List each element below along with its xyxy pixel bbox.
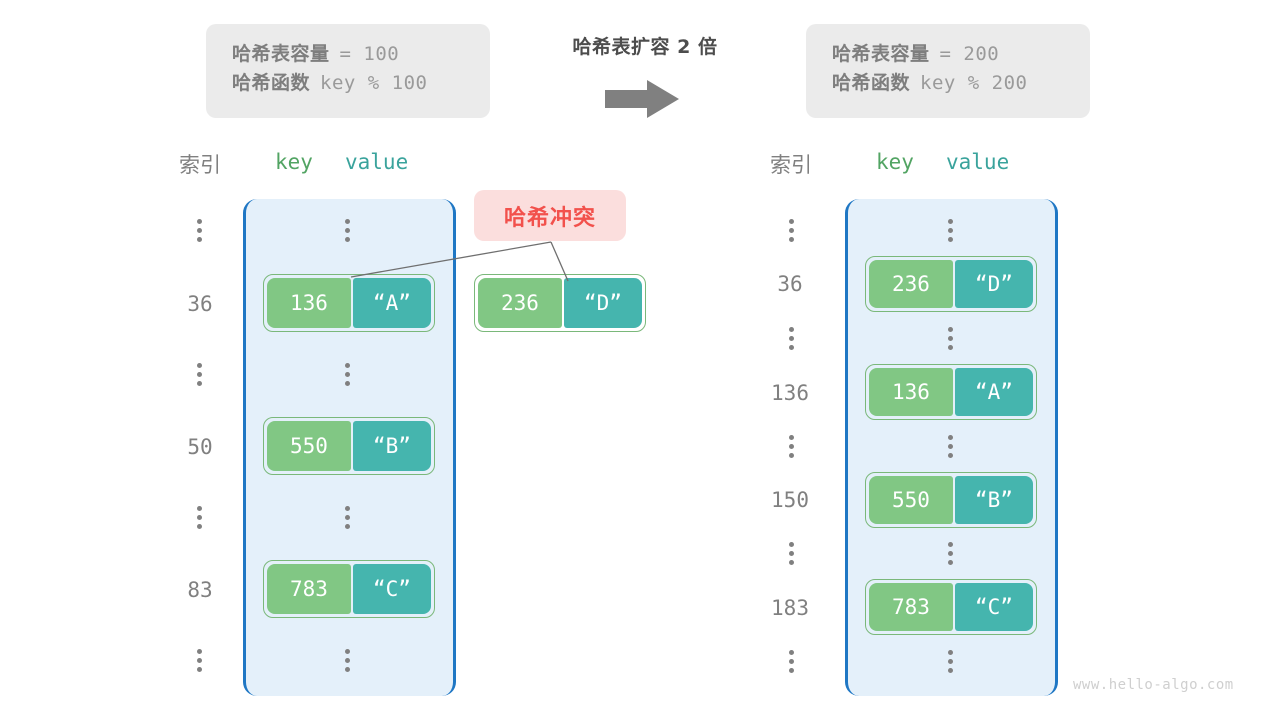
before-hash-expr: key % 100 — [320, 72, 428, 95]
before-header-index: 索引 — [179, 153, 221, 177]
after-hash-line: 哈希函数 key % 200 — [832, 69, 1062, 98]
before-index-ellipsis-3 — [197, 649, 202, 672]
after-index-ellipsis-0 — [789, 219, 794, 242]
before-entry-83-key: 783 — [267, 564, 351, 614]
after-index-183: 183 — [771, 596, 809, 620]
after-entry-136-value: “A” — [954, 368, 1033, 416]
before-entry-50: 550 “B” — [263, 417, 435, 475]
after-entry-36: 236 “D” — [865, 256, 1037, 312]
before-index-ellipsis-1 — [197, 363, 202, 386]
after-index-136: 136 — [771, 381, 809, 405]
after-index-36: 36 — [777, 272, 803, 296]
after-entry-183-key: 783 — [869, 583, 953, 631]
after-capacity-line: 哈希表容量 = 200 — [832, 40, 1062, 69]
after-entry-136: 136 “A” — [865, 364, 1037, 420]
after-entry-150: 550 “B” — [865, 472, 1037, 528]
before-index-ellipsis-0 — [197, 219, 202, 242]
right-arrow-icon — [605, 78, 680, 120]
after-cell-ellipsis-2 — [948, 435, 953, 458]
before-entry-36-value: “A” — [352, 278, 431, 328]
after-header-key: key — [876, 150, 914, 174]
transition-title: 哈希表扩容 2 倍 — [572, 36, 718, 58]
before-entry-83: 783 “C” — [263, 560, 435, 618]
after-entry-136-key: 136 — [869, 368, 953, 416]
after-index-ellipsis-2 — [789, 435, 794, 458]
before-index-83: 83 — [187, 578, 213, 602]
after-capacity-label: 哈希表容量 — [832, 43, 930, 65]
before-index-50: 50 — [187, 435, 213, 459]
collision-entry: 236 “D” — [474, 274, 646, 332]
after-index-150: 150 — [771, 488, 809, 512]
before-entry-50-key: 550 — [267, 421, 351, 471]
after-index-ellipsis-1 — [789, 327, 794, 350]
collision-badge: 哈希冲突 — [474, 190, 626, 241]
before-entry-83-value: “C” — [352, 564, 431, 614]
after-entry-183-value: “C” — [954, 583, 1033, 631]
after-cell-ellipsis-1 — [948, 327, 953, 350]
after-info-box: 哈希表容量 = 200 哈希函数 key % 200 — [806, 24, 1090, 118]
after-header-value: value — [946, 150, 1010, 174]
before-capacity-expr: = 100 — [339, 43, 400, 65]
after-index-ellipsis-4 — [789, 650, 794, 673]
before-header-value: value — [345, 150, 409, 174]
before-cell-ellipsis-3 — [345, 649, 350, 672]
before-entry-50-value: “B” — [352, 421, 431, 471]
after-entry-150-key: 550 — [869, 476, 953, 524]
before-hash-line: 哈希函数 key % 100 — [232, 69, 462, 98]
after-header-index: 索引 — [770, 153, 812, 177]
after-entry-183: 783 “C” — [865, 579, 1037, 635]
site-watermark: www.hello-algo.com — [1073, 677, 1234, 693]
after-index-ellipsis-3 — [789, 542, 794, 565]
before-index-ellipsis-2 — [197, 506, 202, 529]
before-entry-36: 136 “A” — [263, 274, 435, 332]
before-entry-36-key: 136 — [267, 278, 351, 328]
after-entry-36-value: “D” — [954, 260, 1033, 308]
after-cell-ellipsis-4 — [948, 650, 953, 673]
before-index-36: 36 — [187, 292, 213, 316]
after-capacity-expr: = 200 — [939, 43, 1000, 65]
before-capacity-line: 哈希表容量 = 100 — [232, 40, 462, 69]
before-hash-label: 哈希函数 — [232, 72, 311, 95]
after-cell-ellipsis-0 — [948, 219, 953, 242]
after-hash-expr: key % 200 — [920, 72, 1028, 95]
before-header-key: key — [275, 150, 313, 174]
before-cell-ellipsis-2 — [345, 506, 350, 529]
collision-entry-value: “D” — [563, 278, 642, 328]
after-cell-ellipsis-3 — [948, 542, 953, 565]
after-entry-36-key: 236 — [869, 260, 953, 308]
before-info-box: 哈希表容量 = 100 哈希函数 key % 100 — [206, 24, 490, 118]
collision-entry-key: 236 — [478, 278, 562, 328]
after-hash-label: 哈希函数 — [832, 72, 911, 95]
after-entry-150-value: “B” — [954, 476, 1033, 524]
before-cell-ellipsis-0 — [345, 219, 350, 242]
before-cell-ellipsis-1 — [345, 363, 350, 386]
before-capacity-label: 哈希表容量 — [232, 43, 330, 65]
